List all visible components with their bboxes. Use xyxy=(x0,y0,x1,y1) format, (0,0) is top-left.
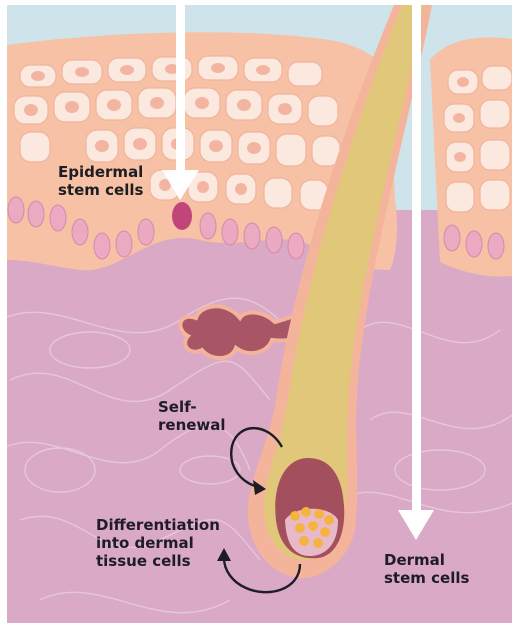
epidermal-stem-cell xyxy=(172,202,192,230)
dermal-arrow-shaft xyxy=(412,5,421,515)
self-renewal-label: Self- renewal xyxy=(158,398,226,434)
dermal-stem-cells-label: Dermal stem cells xyxy=(384,551,469,587)
epidermal-arrow-shaft xyxy=(176,5,185,177)
epidermal-stem-cells-label: Epidermal stem cells xyxy=(58,163,143,199)
differentiation-label: Differentiation into dermal tissue cells xyxy=(96,516,220,570)
